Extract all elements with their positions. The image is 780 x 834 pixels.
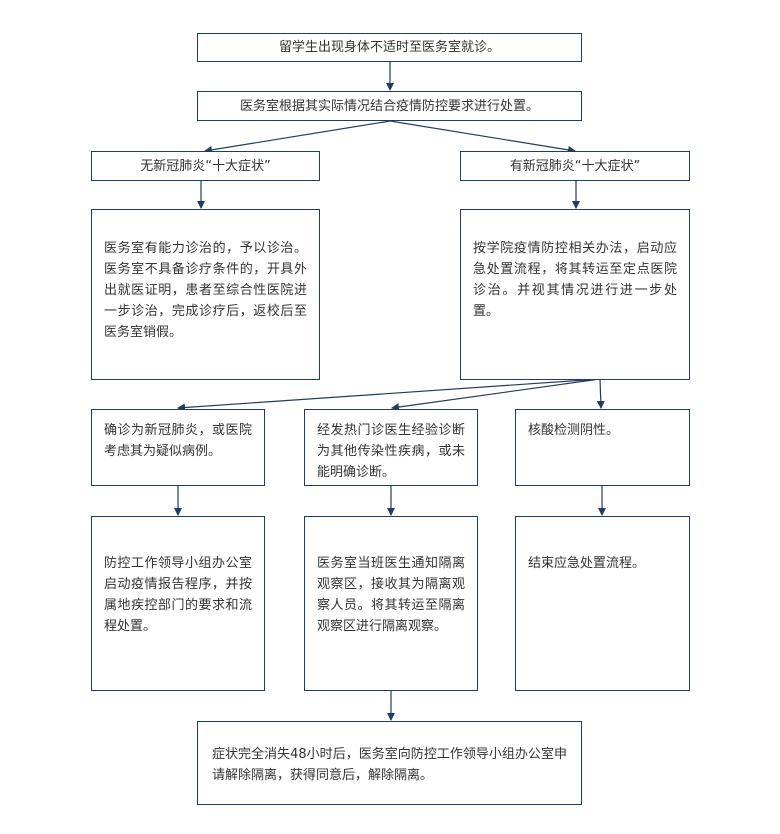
node-has-symptoms: 有新冠肺炎“十大症状”: [460, 151, 690, 181]
node-confirmed-text: 确诊为新冠肺炎，或医院考虑其为疑似病例。: [104, 423, 252, 459]
node-no-symptoms: 无新冠肺炎“十大症状”: [91, 151, 320, 181]
node-start-text: 留学生出现身体不适时至医务室就诊。: [278, 40, 500, 55]
node-has-symptoms-action: 按学院疫情防控相关办法，启动应急处置流程，将其转运至定点医院诊治。并视其情况进行…: [460, 209, 690, 380]
node-negative-text: 核酸检测阴性。: [528, 423, 620, 438]
node-report: 防控工作领导小组办公室启动疫情报告程序，并按属地疾控部门的要求和流程处置。: [91, 516, 265, 691]
node-release: 症状完全消失48小时后，医务室向防控工作领导小组办公室申请解除隔离，获得同意后，…: [197, 721, 582, 805]
node-confirmed: 确诊为新冠肺炎，或医院考虑其为疑似病例。: [91, 409, 265, 486]
node-negative: 核酸检测阴性。: [515, 409, 690, 486]
arrow-action-to-confirmed: [177, 378, 601, 412]
node-end-emergency: 结束应急处置流程。: [515, 516, 690, 691]
node-isolate-text: 医务室当班医生通知隔离观察区，接收其为隔离观察人员。将其转运至隔离观察区进行隔离…: [317, 556, 465, 634]
node-report-text: 防控工作领导小组办公室启动疫情报告程序，并按属地疾控部门的要求和流程处置。: [104, 556, 252, 634]
node-other-disease: 经发热门诊医生经验诊断为其他传染性疾病，或未能明确诊断。: [304, 409, 478, 486]
arrow-assess-to-no-symptoms: [204, 120, 391, 154]
node-other-disease-text: 经发热门诊医生经验诊断为其他传染性疾病，或未能明确诊断。: [317, 423, 465, 480]
node-has-symptoms-text: 有新冠肺炎“十大症状”: [509, 158, 641, 174]
node-assess-text: 医务室根据其实际情况结合疫情防控要求进行处置。: [239, 98, 539, 114]
node-has-symptoms-action-text: 按学院疫情防控相关办法，启动应急处置流程，将其转运至定点医院诊治。并视其情况进行…: [473, 241, 677, 319]
node-assess: 医务室根据其实际情况结合疫情防控要求进行处置。: [197, 91, 582, 121]
arrow-assess-to-has-symptoms: [389, 120, 576, 154]
node-start: 留学生出现身体不适时至医务室就诊。: [197, 33, 582, 62]
node-no-symptoms-action: 医务室有能力诊治的，予以诊治。医务室不具备诊疗条件的，开具外出就医证明，患者至综…: [91, 209, 320, 380]
node-release-text: 症状完全消失48小时后，医务室向防控工作领导小组办公室申请解除隔离，获得同意后，…: [212, 747, 567, 783]
node-end-emergency-text: 结束应急处置流程。: [528, 556, 646, 571]
node-isolate: 医务室当班医生通知隔离观察区，接收其为隔离观察人员。将其转运至隔离观察区进行隔离…: [304, 516, 478, 691]
arrow-action-to-other-disease: [391, 378, 601, 411]
arrow-action-to-negative: [596, 378, 605, 409]
node-no-symptoms-action-text: 医务室有能力诊治的，予以诊治。医务室不具备诊疗条件的，开具外出就医证明，患者至综…: [104, 241, 307, 340]
node-no-symptoms-text: 无新冠肺炎“十大症状”: [140, 158, 271, 174]
